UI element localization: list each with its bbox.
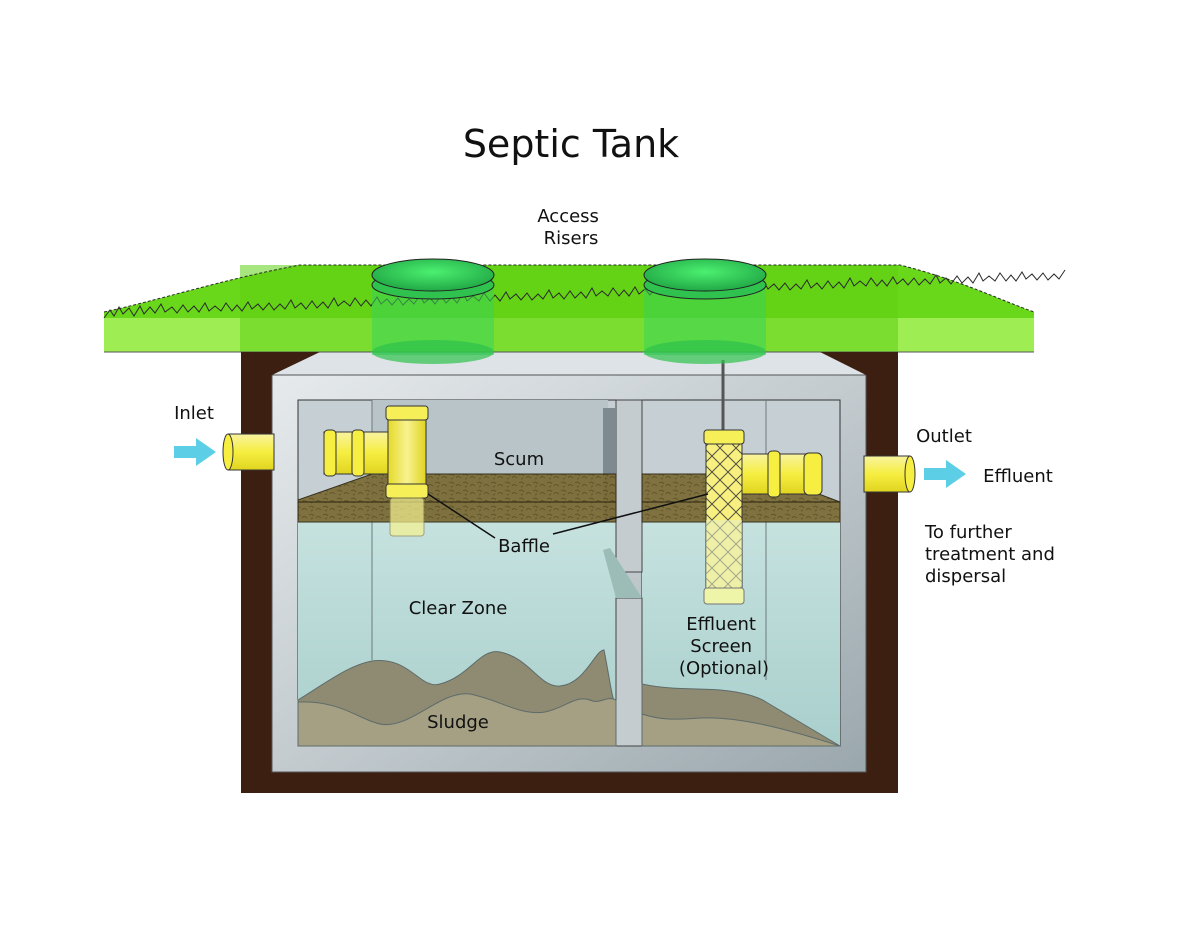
partition-wall-upper	[615, 399, 643, 573]
baffle-leader-right	[552, 493, 709, 535]
outlet-pipe	[863, 455, 911, 493]
outlet-baffle-collar-2	[803, 452, 823, 496]
sludge-label: Sludge	[427, 712, 489, 733]
effluent-screen-foot	[703, 587, 745, 605]
baffle-leader-left	[427, 493, 496, 539]
sludge-left-front	[297, 693, 617, 747]
effluent-label: Effluent	[983, 466, 1053, 487]
sludge-right-front	[641, 713, 841, 747]
inlet-baffle-collar-2	[351, 429, 365, 477]
partition-wall-lower	[615, 597, 643, 747]
access-riser-right	[643, 258, 767, 364]
inlet-pipe	[227, 433, 275, 471]
inlet-baffle-collar	[323, 429, 337, 477]
diagram-title: Septic Tank	[463, 122, 679, 166]
effluent-screen-submerged	[706, 520, 742, 590]
access-riser-left	[371, 258, 495, 364]
ground-grass	[103, 264, 1066, 353]
effluent-screen-cap	[703, 429, 745, 445]
partition-slot	[603, 548, 642, 598]
clear-zone-label: Clear Zone	[409, 598, 508, 619]
tank-top-bevel	[272, 350, 866, 375]
ground-cut-left	[241, 352, 320, 375]
inlet-flow-arrow	[174, 438, 216, 466]
effluent-flow-arrow	[924, 460, 966, 488]
further-treatment-label: To further treatment and dispersal	[924, 522, 1061, 587]
inlet-pipe-end	[222, 433, 234, 471]
inlet-baffle-cap	[385, 405, 429, 421]
outlet-pipe-end	[904, 455, 916, 493]
baffle-label: Baffle	[498, 536, 550, 557]
access-risers-label: Access Risers	[537, 206, 604, 249]
inlet-baffle-submerged	[389, 497, 425, 537]
scum-label: Scum	[494, 449, 544, 470]
outlet-label: Outlet	[916, 426, 972, 447]
outlet-baffle-collar	[767, 450, 781, 498]
scum-layer-left	[297, 473, 617, 523]
inlet-baffle-ring	[385, 483, 429, 499]
ground-cut-right	[820, 352, 898, 375]
inlet-label: Inlet	[174, 403, 214, 424]
effluent-screen-label: Effluent Screen (Optional)	[679, 614, 769, 679]
inlet-baffle-vertical	[387, 414, 427, 488]
